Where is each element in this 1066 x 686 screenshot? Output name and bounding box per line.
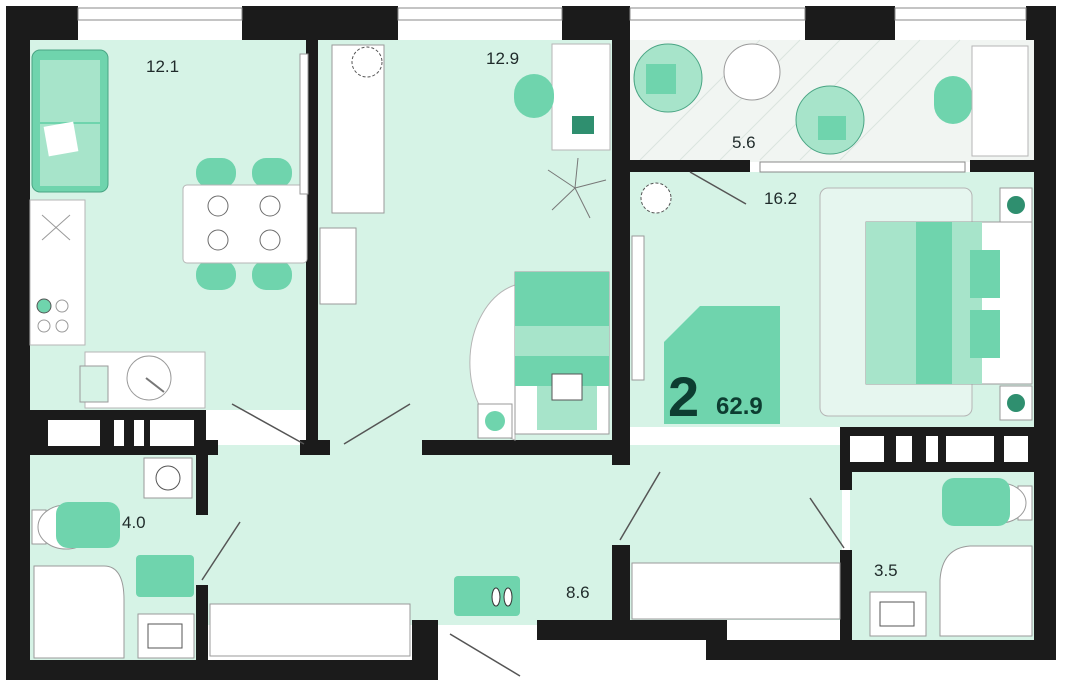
room-area-bedroom-small: 12.9 xyxy=(486,49,519,68)
slippers-icon xyxy=(454,576,520,616)
shower-icon xyxy=(33,565,195,659)
area-badge xyxy=(664,306,780,424)
wardrobe-icon xyxy=(209,562,841,657)
sink-icon xyxy=(79,355,172,403)
toilet-icon xyxy=(31,502,120,550)
desk-icon xyxy=(514,43,611,151)
windows xyxy=(77,7,1027,173)
total-area: 62.9 xyxy=(716,393,763,420)
palm-plant-icon xyxy=(547,157,607,219)
room-area-bathroom-left: 4.0 xyxy=(122,513,146,532)
kitchen-counter xyxy=(29,199,206,409)
room-area-bathroom-right: 3.5 xyxy=(874,561,898,580)
washing-machine-icon xyxy=(136,457,194,597)
sofa-icon xyxy=(31,49,109,193)
bed-icon xyxy=(819,187,1033,421)
wall-openings xyxy=(48,420,1028,462)
room-area-living-kitchen: 12.1 xyxy=(146,57,179,76)
armchair-icon xyxy=(633,43,1029,157)
room-area-bedroom-main: 16.2 xyxy=(764,189,797,208)
shower-icon xyxy=(869,545,1033,637)
toilet-icon xyxy=(942,478,1033,526)
walls xyxy=(6,6,1056,680)
room-area-hallway: 8.6 xyxy=(566,583,590,602)
tv-icon xyxy=(299,53,645,381)
room-area-balcony: 5.6 xyxy=(732,133,756,152)
bed-icon xyxy=(469,271,610,441)
doors xyxy=(201,171,845,677)
cooktop-icon xyxy=(36,214,71,333)
rooms-count: 2 xyxy=(668,365,699,428)
dining-table-icon xyxy=(182,158,308,290)
